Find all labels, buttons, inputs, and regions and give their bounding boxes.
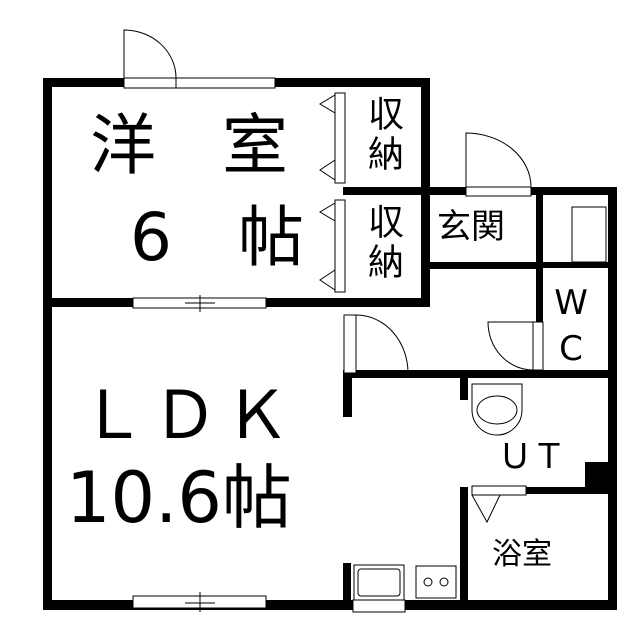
stove <box>415 565 457 599</box>
wall-bottom <box>43 600 617 610</box>
closet-upper-label: 収納 <box>362 95 403 175</box>
wall-ut-stub <box>460 378 468 400</box>
shoe-cabinet <box>571 206 607 263</box>
toilet-label: WC <box>551 283 591 375</box>
wall-bath-left <box>460 487 468 605</box>
wall-closet-divider <box>343 187 430 195</box>
closet-lower-label: 収納 <box>362 203 403 283</box>
wall-right <box>608 187 617 610</box>
washbasin <box>471 383 523 436</box>
wall-bath-top <box>520 487 617 494</box>
sink <box>353 564 405 601</box>
wall-hall-bottom <box>343 370 617 378</box>
wc-door-frame <box>532 321 544 371</box>
wall-entrance-bottom <box>421 262 539 269</box>
western-room-name: 洋 室 <box>90 107 288 184</box>
western-room-size: 6 帖 <box>130 199 304 276</box>
entrance-label: 玄関 <box>437 207 505 247</box>
kitchen-window <box>352 599 406 613</box>
window-top <box>175 77 276 89</box>
ldk-label: ＬＤＫ <box>80 377 296 454</box>
entrance-door-frame <box>465 186 532 197</box>
wall-wc-top <box>536 262 616 268</box>
wall-kitchen <box>343 563 351 603</box>
ldk-size: 10.6帖 <box>66 457 292 539</box>
wall-left <box>43 78 52 610</box>
door-swings <box>123 29 534 612</box>
utility-label: ＵＴ <box>498 437 566 477</box>
door-frame <box>123 77 177 89</box>
ldk-door-frame <box>343 314 357 374</box>
closet-door-lower <box>334 199 346 293</box>
bathroom-label: 浴室 <box>492 537 552 572</box>
wall-ldk-stub <box>343 370 352 417</box>
closet-door-upper <box>334 92 346 184</box>
wall-pillar <box>585 462 609 492</box>
bath-door-frame <box>471 485 527 496</box>
wall-wc-left <box>536 187 543 375</box>
fixtures <box>353 206 607 601</box>
